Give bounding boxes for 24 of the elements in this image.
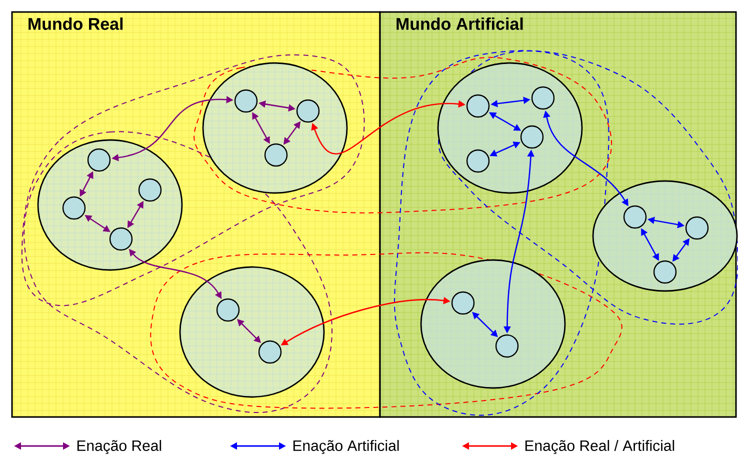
agent-circle: [520, 125, 544, 149]
agent-circle: [138, 178, 162, 202]
agent-circle: [234, 89, 258, 113]
agent-circle: [531, 86, 555, 110]
agent-circle: [623, 205, 647, 229]
agent-circle: [685, 216, 709, 240]
agent-circle: [451, 291, 475, 315]
agent-circle: [87, 148, 111, 172]
agent-circle: [466, 149, 490, 173]
agent-circle: [466, 94, 490, 118]
legend-text: Enação Real / Artificial: [525, 440, 674, 454]
agent-circle: [264, 143, 288, 167]
group-circle: [179, 266, 325, 398]
group-circle: [420, 259, 566, 389]
agent-circle: [258, 340, 282, 364]
agent-circle: [109, 227, 133, 251]
group-circle: [202, 62, 348, 194]
agent-circle: [216, 298, 240, 322]
legend-text: Enação Real: [77, 440, 162, 454]
agent-circle: [296, 99, 320, 123]
legend-text: Enação Artificial: [293, 440, 399, 454]
agent-circle: [495, 334, 519, 358]
agent-circle: [62, 196, 86, 220]
agent-circle: [653, 260, 677, 284]
